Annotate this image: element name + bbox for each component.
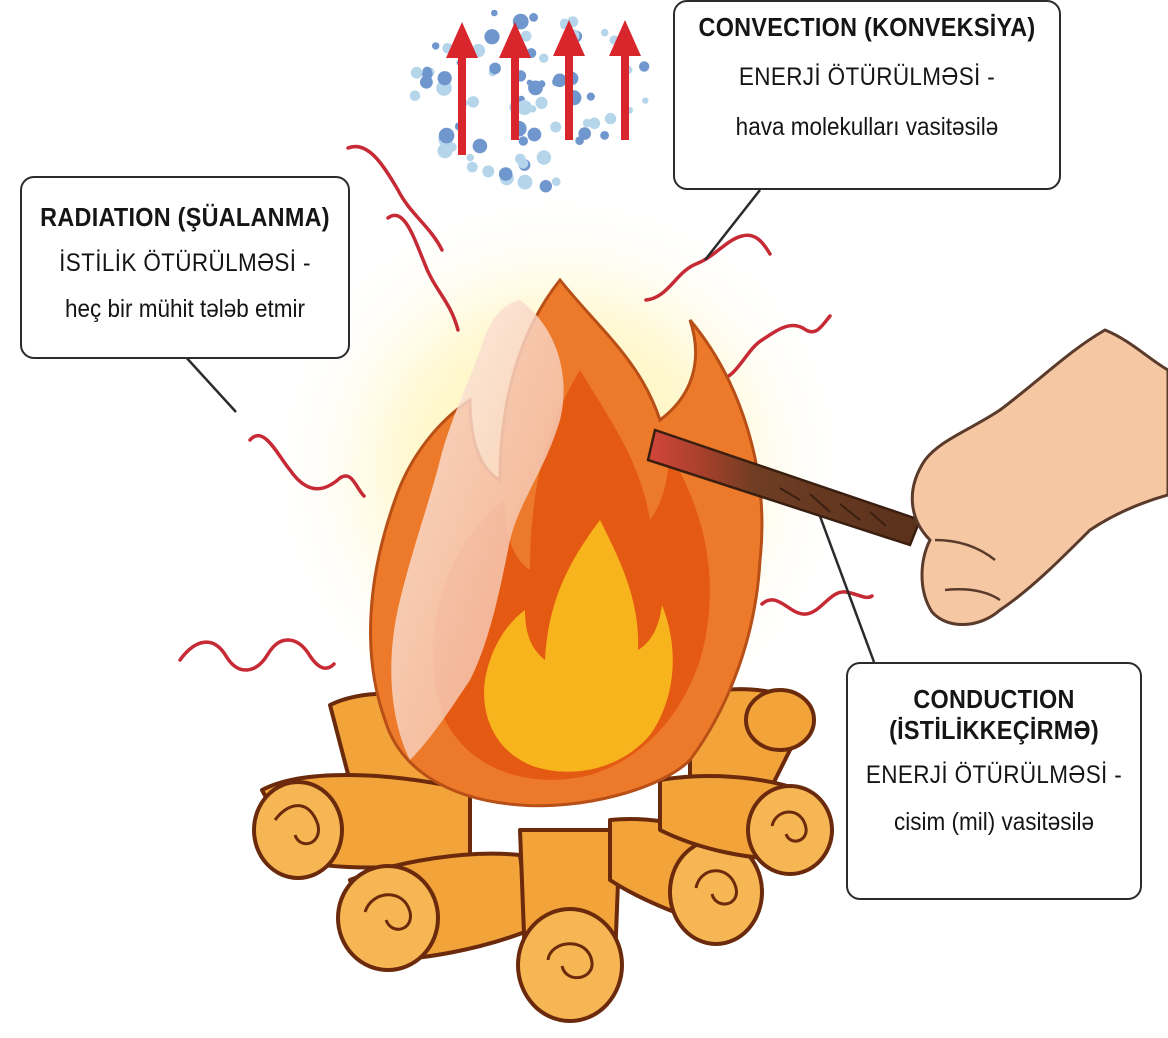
molecule-icon — [491, 10, 498, 17]
convection-line-1: ENERJİ ÖTÜRÜLMƏSİ - — [694, 61, 1040, 94]
molecule-icon — [553, 74, 567, 88]
molecule-icon — [537, 150, 551, 164]
molecule-icon — [600, 131, 609, 140]
air-molecules — [410, 10, 650, 193]
molecule-icon — [605, 113, 616, 124]
conduction-title-line-1: CONDUCTION — [863, 684, 1126, 715]
molecule-icon — [639, 61, 649, 71]
molecule-icon — [587, 93, 595, 101]
radiation-line-2: heç bir mühit tələb etmir — [38, 293, 331, 326]
molecule-icon — [583, 119, 592, 128]
molecule-icon — [423, 67, 432, 76]
molecule-icon — [539, 54, 548, 63]
molecule-icon — [518, 175, 533, 190]
molecule-icon — [411, 67, 423, 79]
molecule-icon — [518, 158, 528, 168]
conduction-line-1: ENERJİ ÖTÜRÜLMƏSİ - — [863, 759, 1126, 792]
molecule-icon — [601, 29, 609, 37]
molecule-icon — [529, 13, 538, 22]
radiation-title: RADIATION (ŞÜALANMA) — [38, 202, 331, 233]
heat-wave-icon — [180, 640, 334, 670]
molecule-icon — [438, 71, 452, 85]
molecule-icon — [473, 139, 488, 154]
molecule-icon — [528, 128, 542, 142]
radiation-label-box: RADIATION (ŞÜALANMA) İSTİLİK ÖTÜRÜLMƏSİ … — [20, 176, 350, 359]
molecule-icon — [528, 81, 543, 96]
molecule-icon — [519, 136, 528, 145]
convection-title: CONVECTION (KONVEKSİYA) — [694, 12, 1040, 43]
molecule-icon — [578, 127, 591, 140]
molecule-icon — [550, 122, 561, 133]
molecule-icon — [482, 165, 494, 177]
molecule-icon — [642, 97, 648, 103]
molecule-icon — [439, 128, 455, 144]
molecule-icon — [517, 100, 532, 115]
molecule-icon — [484, 29, 499, 44]
convection-line-2: hava molekulları vasitəsilə — [694, 111, 1040, 144]
molecule-icon — [540, 180, 552, 192]
molecule-icon — [499, 167, 513, 181]
molecule-icon — [410, 90, 421, 101]
convection-label-box: CONVECTION (KONVEKSİYA) ENERJİ ÖTÜRÜLMƏS… — [673, 0, 1061, 190]
conduction-title-line-2: (İSTİLİKKEÇİRMƏ) — [863, 715, 1126, 746]
molecule-icon — [432, 42, 439, 49]
molecule-icon — [535, 97, 547, 109]
molecule-icon — [466, 154, 474, 162]
molecule-icon — [552, 177, 561, 186]
radiation-line-1: İSTİLİK ÖTÜRÜLMƏSİ - — [38, 247, 331, 280]
molecule-icon — [467, 162, 478, 173]
conduction-line-2: cisim (mil) vasitəsilə — [863, 806, 1126, 839]
molecule-icon — [467, 96, 479, 108]
hand-icon — [912, 330, 1168, 625]
conduction-label-box: CONDUCTION (İSTİLİKKEÇİRMƏ) ENERJİ ÖTÜRÜ… — [846, 662, 1142, 900]
molecule-icon — [489, 63, 501, 75]
